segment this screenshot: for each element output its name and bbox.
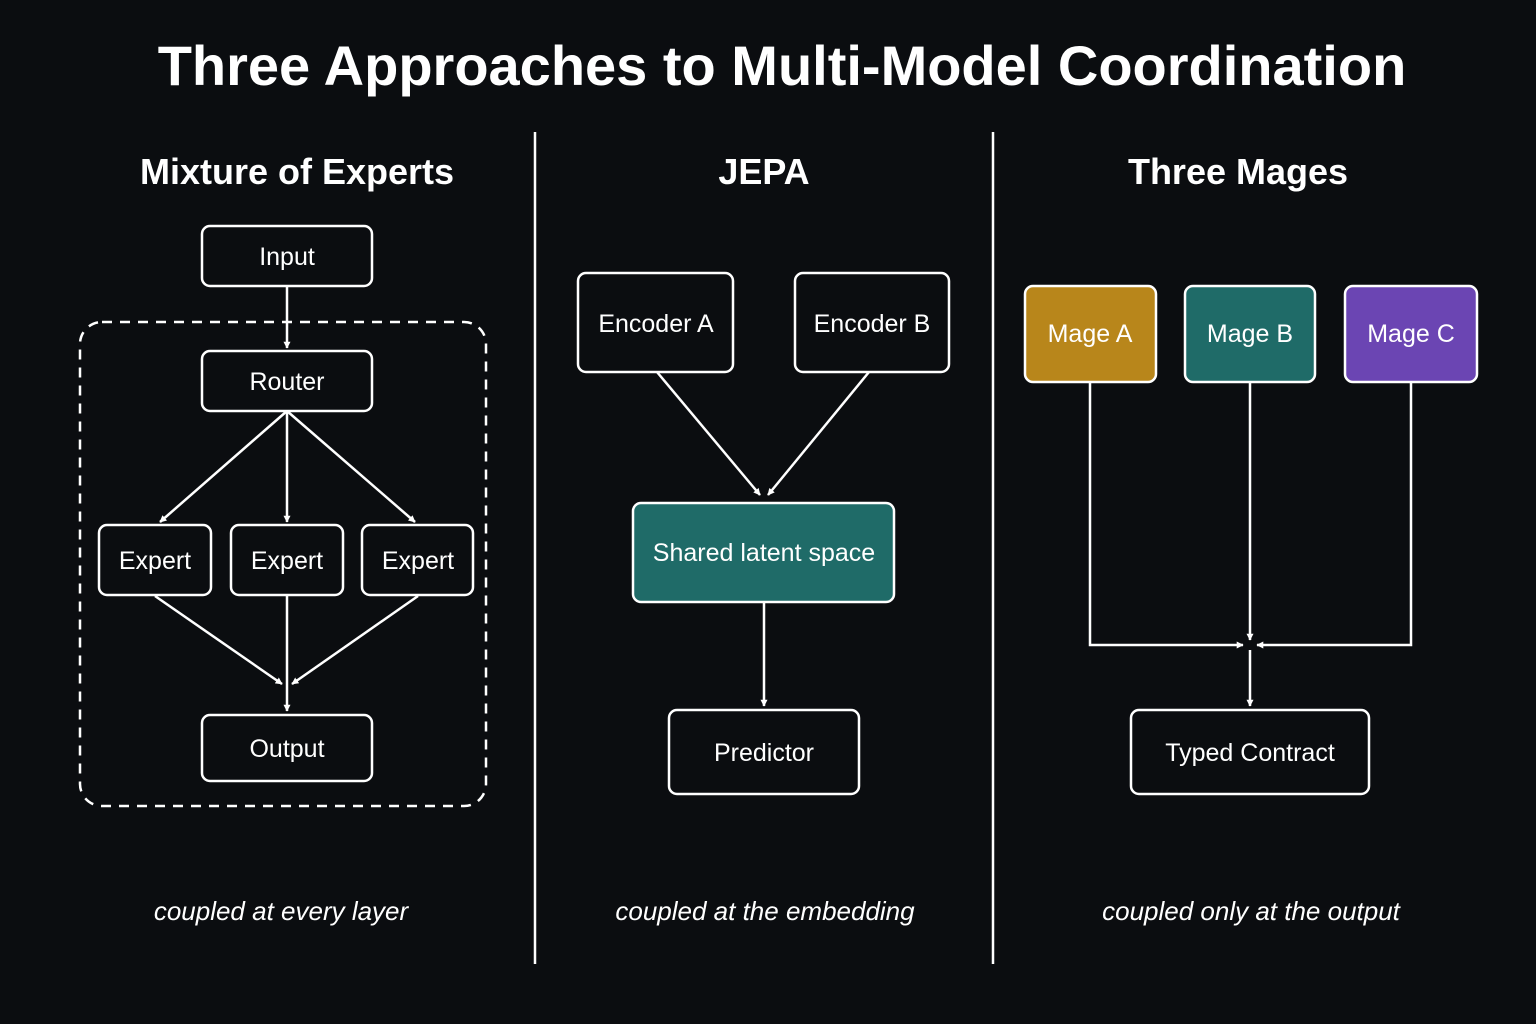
edge-mage-c-merge xyxy=(1256,382,1413,649)
node-mage-b-label: Mage B xyxy=(1207,320,1293,348)
node-predictor-label: Predictor xyxy=(714,739,814,767)
node-output-label: Output xyxy=(249,735,324,763)
edge-encoder-b-latent xyxy=(767,371,870,496)
node-shared-latent-space: Shared latent space xyxy=(631,501,896,604)
node-output: Output xyxy=(200,713,374,783)
node-mage-c: Mage C xyxy=(1343,284,1479,384)
caption-mages: coupled only at the output xyxy=(1102,896,1402,926)
node-expert-2-box xyxy=(229,523,345,597)
node-encoder-a-label: Encoder A xyxy=(598,310,714,338)
node-router-label: Router xyxy=(249,368,324,396)
edge-encoder-a-latent xyxy=(656,371,761,496)
node-expert-3: Expert xyxy=(360,523,475,597)
edge-router-expert-1 xyxy=(159,410,288,523)
node-expert-1: Expert xyxy=(97,523,213,597)
moe-layer-boundary xyxy=(78,320,488,808)
node-expert-1-label: Expert xyxy=(119,547,191,575)
node-expert-1-box xyxy=(97,523,213,597)
edge-mage-a-merge xyxy=(1088,382,1244,649)
node-expert-2-label: Expert xyxy=(251,547,323,575)
caption-jepa: coupled at the embedding xyxy=(615,896,915,926)
caption-moe: coupled at every layer xyxy=(154,896,410,926)
section-title-moe: Mixture of Experts xyxy=(140,151,454,192)
node-router: Router xyxy=(200,349,374,413)
node-mage-c-label: Mage C xyxy=(1367,320,1455,348)
section-title-mages: Three Mages xyxy=(1128,151,1348,192)
node-typed-contract: Typed Contract xyxy=(1129,708,1371,796)
node-encoder-a-box xyxy=(576,271,735,374)
node-mage-a: Mage A xyxy=(1023,284,1158,384)
section-title-jepa: JEPA xyxy=(718,151,809,192)
node-mage-b: Mage B xyxy=(1183,284,1317,384)
node-encoder-b-label: Encoder B xyxy=(814,310,931,338)
node-mage-b-box xyxy=(1183,284,1317,384)
node-expert-2: Expert xyxy=(229,523,345,597)
node-typed-contract-box xyxy=(1129,708,1371,796)
node-input-box xyxy=(200,224,374,288)
node-expert-3-label: Expert xyxy=(382,547,454,575)
node-router-box xyxy=(200,349,374,413)
node-predictor: Predictor xyxy=(667,708,861,796)
section-mixture-of-experts: Mixture of Experts Input Router Expert xyxy=(78,151,488,926)
section-jepa: JEPA Encoder A Encoder B Shared latent s… xyxy=(576,151,951,926)
node-encoder-a: Encoder A xyxy=(576,271,735,374)
edge-router-expert-3 xyxy=(286,410,416,523)
node-typed-contract-label: Typed Contract xyxy=(1165,739,1335,767)
node-mage-a-box xyxy=(1023,284,1158,384)
section-three-mages: Three Mages Mage A Mage B Mage C Typed xyxy=(1023,151,1479,926)
node-mage-c-box xyxy=(1343,284,1479,384)
edge-expert-3-output xyxy=(291,594,419,686)
node-output-box xyxy=(200,713,374,783)
diagram-title: Three Approaches to Multi-Model Coordina… xyxy=(158,34,1407,97)
node-input: Input xyxy=(200,224,374,288)
node-mage-a-label: Mage A xyxy=(1048,320,1133,348)
edge-expert-1-output xyxy=(154,594,283,686)
node-encoder-b: Encoder B xyxy=(793,271,951,374)
node-encoder-b-box xyxy=(793,271,951,374)
node-predictor-box xyxy=(667,708,861,796)
node-shared-latent-space-box xyxy=(631,501,896,604)
node-expert-3-box xyxy=(360,523,475,597)
node-shared-latent-space-label: Shared latent space xyxy=(653,539,875,567)
node-input-label: Input xyxy=(259,243,315,271)
